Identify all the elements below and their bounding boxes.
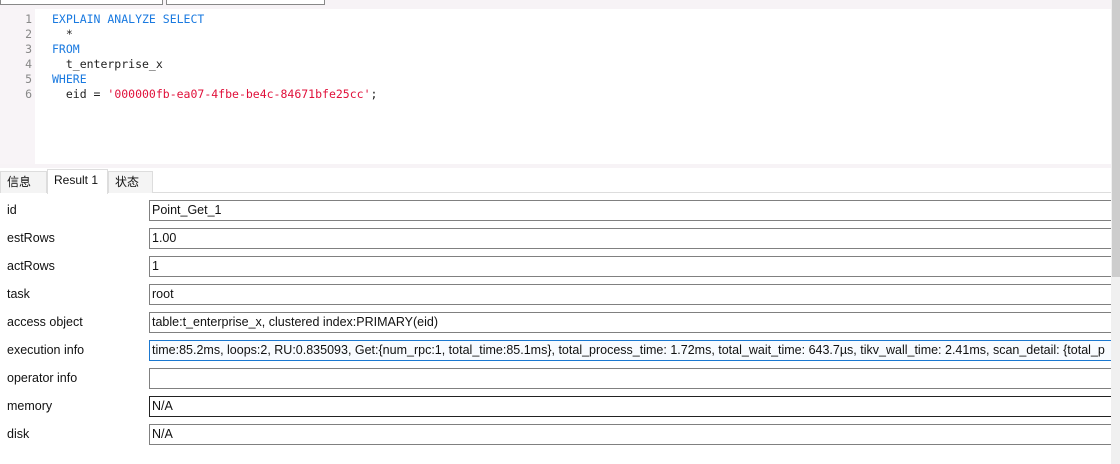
scrollbar-thumb[interactable] bbox=[1112, 0, 1120, 277]
tab-status[interactable]: 状态 bbox=[108, 171, 153, 193]
field-label: execution info bbox=[7, 343, 85, 357]
field-value-input[interactable]: table:t_enterprise_x, clustered index:PR… bbox=[149, 312, 1111, 333]
field-value-input[interactable]: N/A bbox=[149, 396, 1111, 417]
field-value-input[interactable]: Point_Get_1 bbox=[149, 200, 1111, 221]
field-row: operator info bbox=[0, 368, 1111, 396]
line-number: 3 bbox=[25, 42, 32, 56]
sql-token: t_enterprise_x bbox=[52, 57, 163, 71]
line-number: 1 bbox=[25, 12, 32, 26]
field-row: task root bbox=[0, 284, 1111, 312]
field-label: estRows bbox=[7, 231, 55, 245]
sql-keyword: EXPLAIN ANALYZE SELECT bbox=[52, 12, 205, 26]
code-text: * bbox=[52, 27, 73, 42]
code-line: 5 WHERE bbox=[0, 72, 1111, 87]
field-label: id bbox=[7, 203, 17, 217]
tab-info[interactable]: 信息 bbox=[0, 171, 47, 193]
field-label: operator info bbox=[7, 371, 78, 385]
field-label: memory bbox=[7, 399, 53, 413]
code-text: WHERE bbox=[52, 72, 87, 87]
field-value-input[interactable] bbox=[149, 368, 1111, 389]
sql-keyword: FROM bbox=[52, 42, 80, 56]
toolbar-box-2[interactable] bbox=[166, 0, 325, 5]
sql-string: '000000fb-ea07-4fbe-be4c-84671bfe25cc' bbox=[107, 87, 371, 101]
field-value-input[interactable]: time:85.2ms, loops:2, RU:0.835093, Get:{… bbox=[149, 340, 1111, 361]
sql-token: eid = bbox=[52, 87, 108, 101]
splitter[interactable] bbox=[0, 164, 1111, 168]
line-number: 4 bbox=[25, 57, 32, 71]
field-row: estRows 1.00 bbox=[0, 228, 1111, 256]
field-label: access object bbox=[7, 315, 83, 329]
vertical-scrollbar[interactable] bbox=[1111, 0, 1120, 464]
field-label: disk bbox=[7, 427, 30, 441]
field-value-input[interactable]: 1 bbox=[149, 256, 1111, 277]
code-text: eid = '000000fb-ea07-4fbe-be4c-84671bfe2… bbox=[52, 87, 378, 102]
line-number: 5 bbox=[25, 72, 32, 86]
tab-result-1[interactable]: Result 1 bbox=[47, 169, 108, 194]
toolbar-box-1[interactable] bbox=[0, 0, 163, 5]
line-number: 2 bbox=[25, 27, 32, 41]
toolbar bbox=[0, 0, 1111, 9]
line-gutter bbox=[0, 9, 35, 165]
sql-token: * bbox=[52, 27, 73, 41]
field-row: disk N/A bbox=[0, 424, 1111, 452]
result-tabs: 信息 Result 1 状态 bbox=[0, 169, 1111, 194]
code-line: 4 t_enterprise_x bbox=[0, 57, 1111, 72]
code-line: 6 eid = '000000fb-ea07-4fbe-be4c-84671bf… bbox=[0, 87, 1111, 102]
field-value-input[interactable]: root bbox=[149, 284, 1111, 305]
code-line: 1 EXPLAIN ANALYZE SELECT bbox=[0, 12, 1111, 27]
line-number: 6 bbox=[25, 87, 32, 101]
field-row: id Point_Get_1 bbox=[0, 200, 1111, 228]
code-text: t_enterprise_x bbox=[52, 57, 163, 72]
field-label: task bbox=[7, 287, 30, 301]
field-row: access object table:t_enterprise_x, clust… bbox=[0, 312, 1111, 340]
field-label: actRows bbox=[7, 259, 55, 273]
code-text: FROM bbox=[52, 42, 80, 57]
code-line: 3 FROM bbox=[0, 42, 1111, 57]
field-row: memory N/A bbox=[0, 396, 1111, 424]
code-text: EXPLAIN ANALYZE SELECT bbox=[52, 12, 204, 27]
code-line: 2 * bbox=[0, 27, 1111, 42]
field-row: execution info time:85.2ms, loops:2, RU:0… bbox=[0, 340, 1111, 368]
field-value-input[interactable]: 1.00 bbox=[149, 228, 1111, 249]
field-value-input[interactable]: N/A bbox=[149, 424, 1111, 445]
field-row: actRows 1 bbox=[0, 256, 1111, 284]
sql-token: ; bbox=[370, 87, 378, 101]
sql-keyword: WHERE bbox=[52, 72, 87, 86]
